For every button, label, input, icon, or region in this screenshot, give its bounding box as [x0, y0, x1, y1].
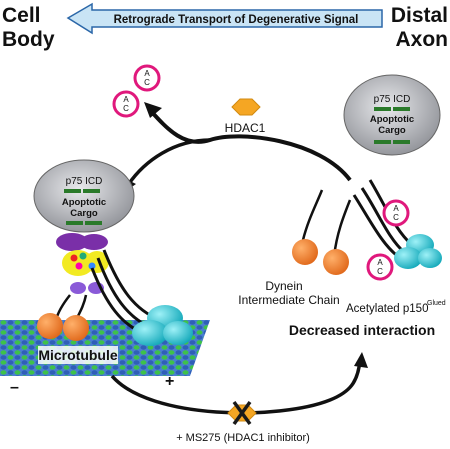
microtubule-minus-end: – — [10, 379, 19, 396]
microtubule-plus-end: + — [165, 373, 174, 390]
blocked-hdac1 — [227, 400, 257, 426]
hdac1-label: HDAC1 — [225, 121, 266, 135]
distal-apoptotic-cargo: p75 ICD Apoptotic Cargo — [343, 74, 441, 156]
deacetylation-arrow — [122, 102, 352, 194]
svg-text:A: A — [377, 258, 383, 267]
p150-label: Acetylated p150 Glued — [346, 300, 446, 315]
inhibitor-arrow — [110, 352, 368, 415]
svg-text:p75 ICD: p75 ICD — [374, 94, 411, 105]
inhibitor-label: + MS275 (HDAC1 inhibitor) — [176, 432, 310, 444]
dynein-label-line1: Dynein — [265, 279, 302, 293]
svg-text:Acetylated p150: Acetylated p150 — [346, 303, 428, 315]
svg-text:A: A — [393, 204, 399, 213]
svg-text:C: C — [377, 267, 383, 276]
p150-acetyl-mark: A C — [382, 199, 410, 227]
svg-text:C: C — [144, 78, 150, 87]
svg-text:C: C — [123, 104, 129, 113]
svg-text:C: C — [393, 213, 399, 222]
svg-text:A: A — [144, 69, 150, 78]
microtubule-label: Microtubule — [38, 347, 118, 363]
svg-text:Apoptotic: Apoptotic — [62, 197, 106, 208]
dynein-label-line2: Intermediate Chain — [238, 293, 339, 307]
cell-body-apoptotic-cargo: p75 ICD Apoptotic Cargo — [33, 159, 135, 233]
svg-text:p75 ICD: p75 ICD — [66, 176, 103, 187]
cell-body-label-line1: Cell — [2, 4, 41, 27]
p150-acetyl-mark: A C — [366, 253, 394, 281]
svg-text:A: A — [123, 95, 129, 104]
distal-axon-label-line1: Distal — [391, 4, 448, 27]
microtubule-label-bg — [38, 346, 118, 364]
retrograde-arrow-text: Retrograde Transport of Degenerative Sig… — [114, 14, 359, 26]
retrograde-arrow — [66, 2, 383, 35]
svg-text:Cargo: Cargo — [70, 208, 98, 219]
header: Cell Body Distal Axon Retrograde Transpo… — [2, 2, 449, 51]
svg-text:Cargo: Cargo — [378, 125, 406, 136]
distal-axon-label-line2: Axon — [396, 28, 449, 51]
acetylated-p150-complex — [352, 179, 442, 269]
decreased-interaction-label: Decreased interaction — [289, 322, 435, 338]
svg-text:Apoptotic: Apoptotic — [370, 114, 414, 125]
cell-body-label-line2: Body — [2, 28, 55, 51]
free-dynein-intermediate-chain — [292, 189, 352, 275]
p150-dynactin-arms — [90, 249, 193, 346]
svg-text:Glued: Glued — [427, 300, 446, 307]
released-acetyl-mark: A C — [112, 90, 140, 118]
hdac1-enzyme: HDAC1 — [225, 98, 266, 135]
released-acetyl-mark: A C — [133, 64, 161, 92]
